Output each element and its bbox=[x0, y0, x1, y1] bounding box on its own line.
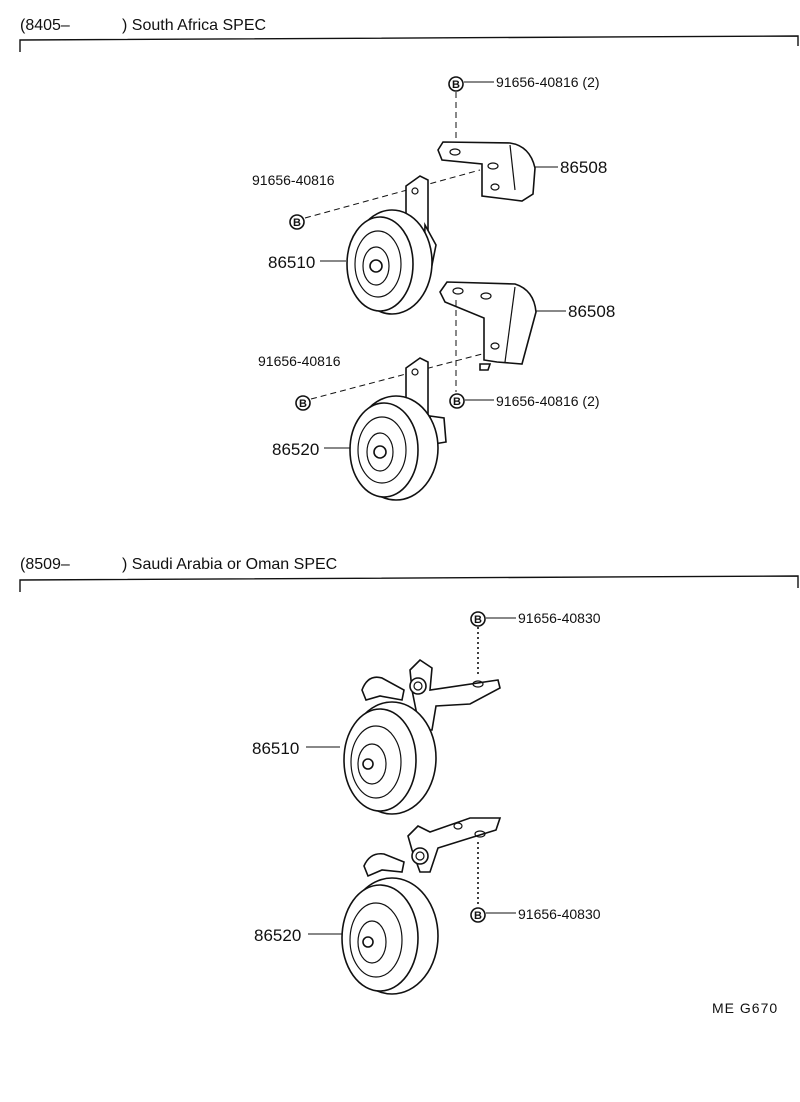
horn-lower-icon bbox=[341, 817, 502, 995]
bolt-symbol: B bbox=[474, 614, 482, 626]
horn-upper-icon bbox=[343, 658, 501, 815]
bracket-lower-icon bbox=[439, 281, 537, 371]
bolt-symbol: B bbox=[299, 398, 307, 410]
bolt-icon: B bbox=[470, 611, 486, 627]
part-label-bracket-lower: 86508 bbox=[568, 302, 615, 321]
bolt-symbol: B bbox=[453, 396, 461, 408]
part-label-bolt-lower-left: 91656-40816 bbox=[258, 353, 341, 369]
bolt-icon: B bbox=[470, 907, 486, 923]
bolt-icon: B bbox=[449, 393, 465, 409]
bolt-icon: B bbox=[295, 395, 311, 411]
reference-code: ME G670 bbox=[712, 1000, 778, 1016]
horn-lower-icon bbox=[349, 357, 447, 501]
section-1-date-code: (8405– bbox=[20, 17, 70, 34]
section-1-title: ) South Africa SPEC bbox=[122, 17, 266, 34]
section-2-title: ) Saudi Arabia or Oman SPEC bbox=[122, 556, 337, 573]
part-label-bolt-lower-2: 91656-40830 bbox=[518, 906, 601, 922]
horn-upper-icon bbox=[346, 175, 437, 315]
part-label-horn-upper-2: 86510 bbox=[252, 739, 299, 758]
part-label-horn-lower: 86520 bbox=[272, 440, 319, 459]
section-1-frame bbox=[19, 35, 799, 52]
bolt-symbol: B bbox=[474, 910, 482, 922]
part-label-bracket-upper: 86508 bbox=[560, 158, 607, 177]
bolt-icon: B bbox=[289, 214, 305, 230]
bolt-symbol: B bbox=[452, 79, 460, 91]
section-2-frame bbox=[19, 575, 799, 592]
part-label-horn-upper: 86510 bbox=[268, 253, 315, 272]
part-label-bolt-top: 91656-40816 (2) bbox=[496, 74, 600, 90]
part-label-bolt-lower-right: 91656-40816 (2) bbox=[496, 393, 600, 409]
part-label-bolt-upper-left: 91656-40816 bbox=[252, 172, 335, 188]
bolt-icon: B bbox=[448, 76, 464, 92]
bolt-symbol: B bbox=[293, 217, 301, 229]
section-south-africa: (8405– ) South Africa SPEC B 91656-40816… bbox=[19, 17, 799, 501]
part-label-bolt-top-2: 91656-40830 bbox=[518, 610, 601, 626]
bracket-upper-icon bbox=[437, 141, 536, 202]
section-saudi-oman: (8509– ) Saudi Arabia or Oman SPEC B 916… bbox=[19, 556, 799, 995]
part-label-horn-lower-2: 86520 bbox=[254, 926, 301, 945]
section-2-date-code: (8509– bbox=[20, 556, 70, 573]
